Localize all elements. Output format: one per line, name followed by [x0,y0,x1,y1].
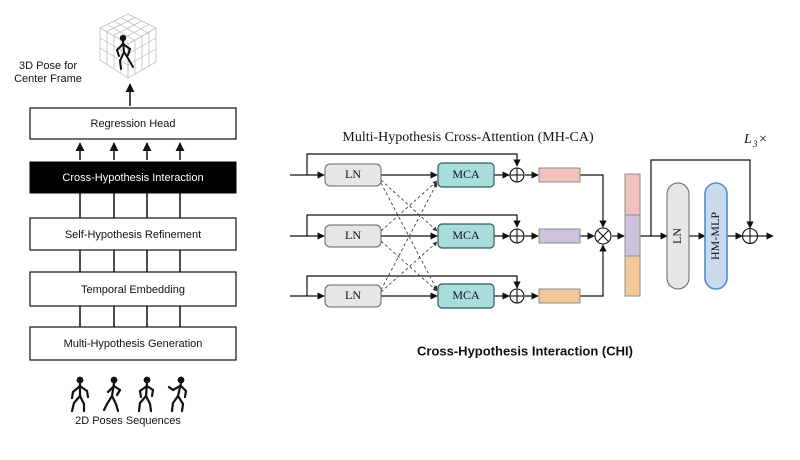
ln-block-1: LN [324,163,382,187]
connectors-mhg-to-temporal [79,306,181,327]
mhca-main-lines [290,153,774,300]
mhca-title: Multi-Hypothesis Cross-Attention (MH-CA) [342,130,594,145]
residual-add-icons [509,167,525,304]
hm-mlp-label: HM-MLP [708,212,722,260]
temporal-embedding-box [29,271,237,307]
3d-pose-cube-icon [99,13,157,79]
ln-label-1: LN [345,167,361,181]
chi-box [29,161,237,194]
input-label: 2D Poses Sequences [75,415,181,427]
chi-label: Cross-Hypothesis Interaction [62,172,203,184]
mca-label-1: MCA [452,167,480,181]
chi-caption: Cross-Hypothesis Interaction (CHI) [417,343,633,358]
temporal-embedding-label: Temporal Embedding [81,284,185,296]
repeat-label: L 3 × [743,132,767,149]
final-add-icon [741,227,759,245]
output-label-line1: 3D Pose for [19,60,77,72]
repeat-sub: 3 [752,139,758,149]
mca-block-1: MCA [437,162,495,188]
3d-pose-figure-icon [116,34,134,70]
output-label-line2: Center Frame [14,73,82,85]
concatenated-features [624,173,641,297]
hm-mlp-block: HM-MLP [704,182,728,290]
regression-head-box [29,107,237,140]
mca-block-2: MCA [437,223,495,249]
2d-pose-figures-icon [70,376,188,413]
shr-label: Self-Hypothesis Refinement [65,229,201,241]
repeat-times: × [759,132,767,147]
ln-label-3: LN [345,288,361,302]
hypothesis-feature-3 [538,288,581,304]
mca-label-2: MCA [452,228,480,242]
regression-head-label: Regression Head [91,118,176,130]
ln-block-2: LN [324,224,382,248]
mca-block-3: MCA [437,283,495,309]
ln-block-3: LN [324,284,382,308]
ln-label-2: LN [345,228,361,242]
shr-box [29,217,237,251]
hypothesis-feature-2 [538,228,581,244]
concat-icon [594,227,612,245]
final-ln-block: LN [666,182,690,290]
mhg-box [29,326,237,361]
arrows-chi-to-regression [75,142,185,160]
final-ln-label: LN [670,228,684,244]
repeat-l: L [743,132,752,147]
hypothesis-feature-1 [538,167,581,183]
cross-attention-dashed-links [380,179,438,293]
mca-label-3: MCA [452,288,480,302]
connectors-temporal-to-shr [79,250,181,272]
mhg-label: Multi-Hypothesis Generation [64,338,203,350]
connectors-shr-to-chi [79,193,181,218]
